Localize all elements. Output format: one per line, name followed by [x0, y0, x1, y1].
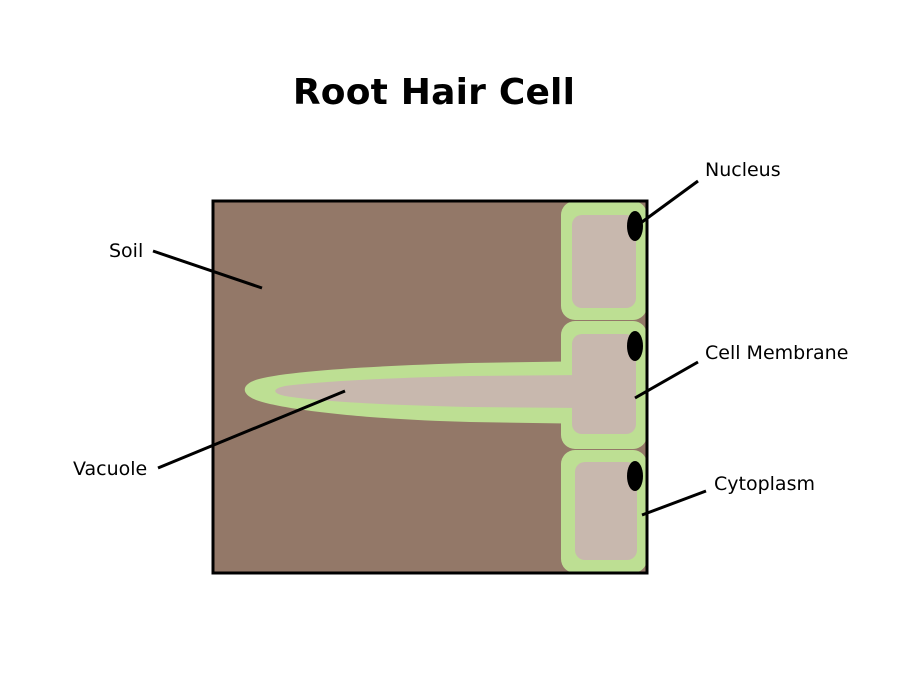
cytoplasm-top: [572, 215, 636, 308]
cell-membrane-leader-line: [634, 360, 699, 400]
nucleus-bottom: [627, 461, 643, 491]
diagram-border: [211, 199, 649, 575]
vacuole-leader-line: [157, 389, 346, 470]
cytoplasm-middle: [572, 334, 636, 434]
soil-leader-line: [152, 249, 263, 290]
label-soil: Soil: [109, 240, 143, 262]
nucleus-middle: [627, 331, 643, 361]
cytoplasm-leader-line: [641, 489, 707, 517]
label-cytoplasm: Cytoplasm: [714, 473, 815, 495]
label-cell-membrane: Cell Membrane: [705, 342, 848, 364]
root-hair-cytoplasm: [275, 375, 585, 408]
nucleus-top: [627, 211, 643, 241]
diagram-title: Root Hair Cell: [292, 72, 576, 113]
nucleus-leader-line: [641, 179, 699, 224]
cytoplasm-regions: [275, 215, 637, 560]
nuclei: [627, 211, 643, 491]
label-nucleus: Nucleus: [705, 159, 781, 181]
cytoplasm-bottom: [575, 462, 637, 560]
label-vacuole: Vacuole: [73, 458, 147, 480]
leader-lines: [152, 179, 707, 517]
